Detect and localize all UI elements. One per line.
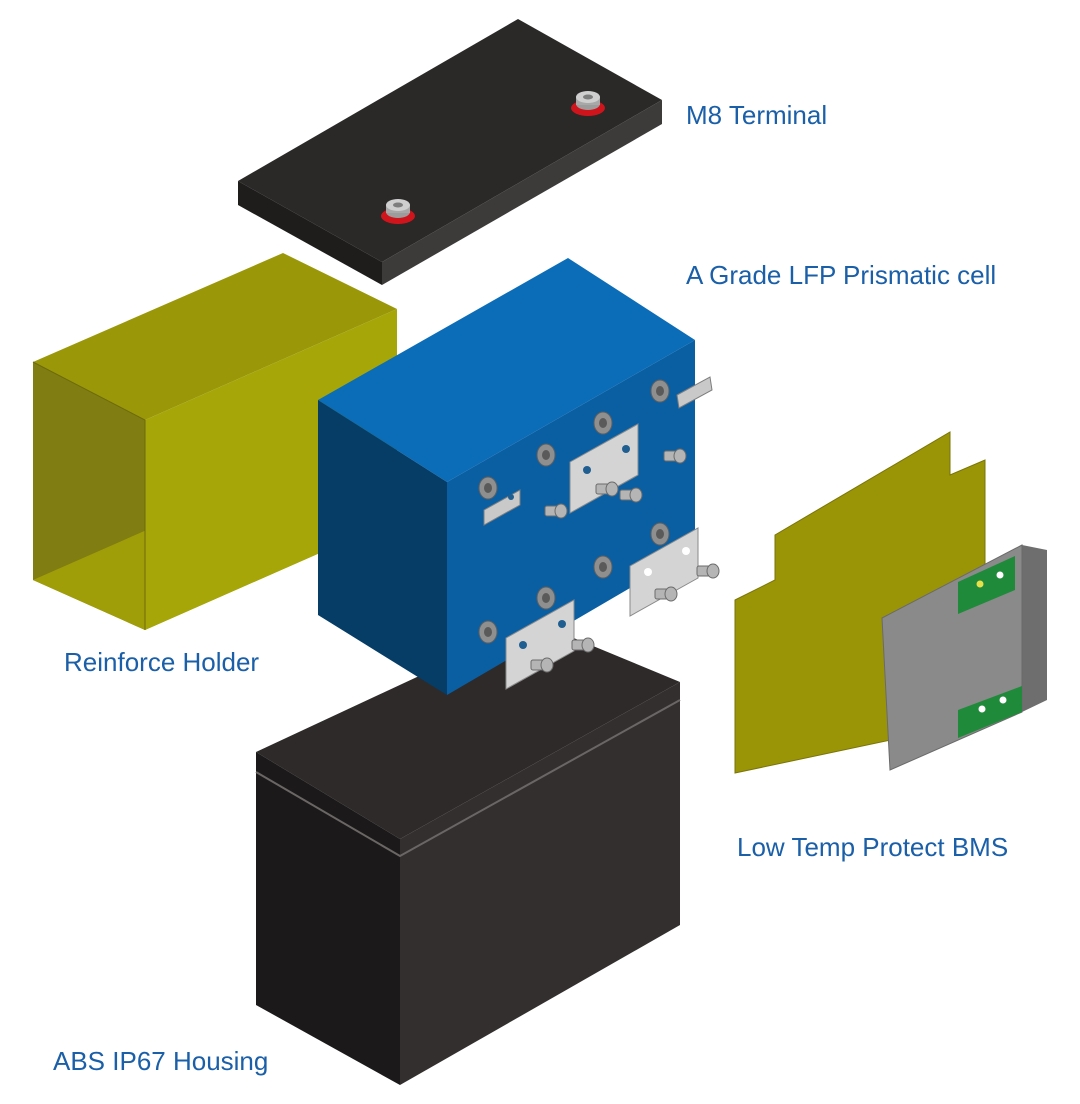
label-low-temp-protect-bms: Low Temp Protect BMS bbox=[737, 832, 1009, 862]
bms-edge bbox=[1022, 545, 1047, 712]
abs-housing bbox=[255, 622, 681, 1085]
busbar-upper bbox=[569, 423, 639, 514]
label-reinforce-holder: Reinforce Holder bbox=[64, 647, 260, 677]
m8-terminal-negative bbox=[381, 199, 415, 224]
bms-board bbox=[881, 544, 1047, 771]
label-m8-terminal: M8 Terminal bbox=[686, 100, 828, 130]
bms-pcb-top bbox=[958, 556, 1015, 614]
lid-right-edge bbox=[382, 100, 662, 285]
housing-lid-seam bbox=[255, 699, 681, 858]
housing-top-face bbox=[256, 622, 680, 839]
busbar-middle bbox=[629, 527, 699, 617]
lfp-prismatic-cell bbox=[318, 258, 720, 695]
holder-inner-back bbox=[33, 253, 397, 420]
holder-front-wall bbox=[145, 309, 397, 630]
cell-front-face bbox=[318, 400, 447, 695]
housing-right-face bbox=[400, 682, 680, 1085]
cell-top-face bbox=[318, 258, 695, 482]
battery-lid bbox=[238, 19, 662, 285]
busbar-bolts bbox=[530, 448, 720, 673]
label-abs-ip67-housing: ABS IP67 Housing bbox=[53, 1046, 269, 1076]
busbar-lower bbox=[505, 599, 575, 690]
lid-front-edge bbox=[238, 181, 382, 285]
label-lfp-prismatic-cell: A Grade LFP Prismatic cell bbox=[686, 260, 997, 290]
terminal-tab-left bbox=[483, 489, 521, 526]
terminal-tab-right bbox=[676, 376, 713, 409]
reinforce-holder bbox=[32, 253, 397, 630]
m8-terminal-positive bbox=[571, 91, 605, 116]
lid-top-face bbox=[238, 19, 662, 262]
